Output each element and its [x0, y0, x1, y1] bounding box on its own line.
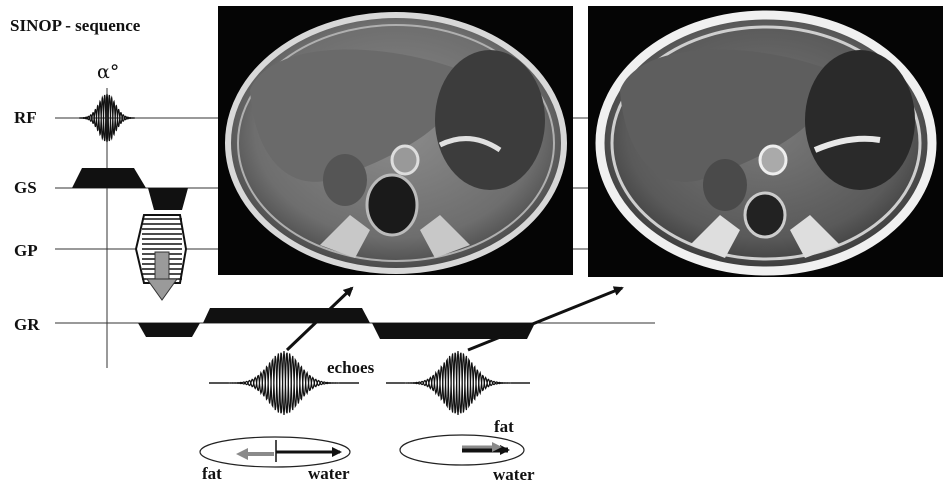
- readout-lobe-1: [203, 308, 370, 323]
- fat-label-2: fat: [494, 417, 514, 436]
- gs-row-label: GS: [14, 178, 37, 197]
- echo-2-trace: [386, 351, 530, 413]
- fat-water-vector-diagram-1: [200, 437, 350, 467]
- slice-select-gradient-lobe: [72, 168, 146, 188]
- echo-2-to-image-arrow: [468, 288, 622, 350]
- readout-dephase-lobe: [138, 323, 200, 337]
- echoes-label: echoes: [327, 358, 375, 377]
- mri-image-in-phase: [218, 6, 573, 275]
- water-label-1: water: [308, 464, 350, 483]
- slice-refocus-gradient-lobe: [148, 188, 188, 210]
- water-label-2: water: [493, 465, 535, 484]
- gr-row-label: GR: [14, 315, 40, 334]
- rf-row-label: RF: [14, 108, 37, 127]
- fat-label-1: fat: [202, 464, 222, 483]
- echo-signal-2: [386, 351, 530, 415]
- mri-image-opposed-phase: [588, 6, 943, 277]
- gp-row-label: GP: [14, 241, 38, 260]
- fat-water-vector-diagram-2: [400, 435, 524, 465]
- echo-2-trace-mirror: [386, 353, 530, 415]
- flip-angle-label: α°: [97, 61, 119, 83]
- readout-lobe-2: [372, 323, 535, 339]
- diagram-title: SINOP - sequence: [10, 16, 141, 35]
